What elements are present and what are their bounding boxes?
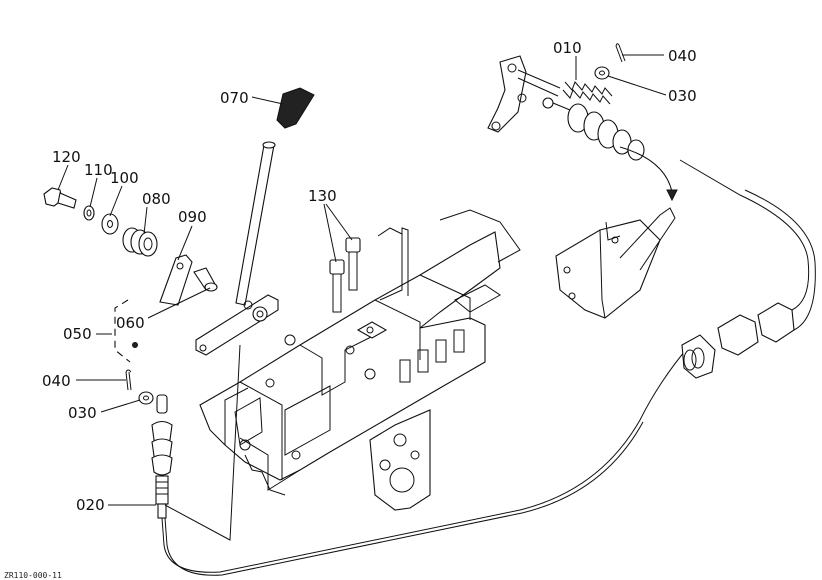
shift-lever-070 — [235, 87, 315, 306]
label-130: 130 — [308, 187, 337, 205]
spring-010 — [562, 81, 613, 105]
plate-090 — [159, 254, 193, 306]
pin-040-right — [615, 43, 626, 63]
upper-link-assembly — [487, 55, 561, 133]
washer-030-left — [138, 391, 154, 405]
arrow-indicator — [619, 146, 678, 202]
bolt-120 — [43, 187, 77, 209]
pin-040-left — [125, 369, 132, 391]
label-110: 110 — [84, 161, 113, 179]
group-bracket-050 — [114, 299, 138, 363]
leader-lines — [57, 54, 667, 541]
spring-080 — [122, 227, 158, 257]
collar-060 — [193, 267, 218, 292]
label-050: 050 — [63, 325, 92, 343]
label-020: 020 — [76, 496, 105, 514]
label-040-left: 040 — [42, 372, 71, 390]
drawing-id: ZR110-000-11 — [4, 571, 62, 580]
bolt-130-a — [329, 259, 345, 313]
cable-grommet-right — [679, 159, 816, 379]
boot-assembly — [542, 97, 645, 161]
label-060: 060 — [116, 314, 145, 332]
label-120: 120 — [52, 148, 81, 166]
label-010: 010 — [553, 39, 582, 57]
main-frame-bracket — [199, 209, 521, 511]
washer-110 — [83, 205, 95, 221]
cable-020 — [151, 344, 691, 576]
washer-030-right — [594, 66, 610, 80]
label-030-left: 030 — [68, 404, 97, 422]
right-mount-bracket — [555, 207, 676, 319]
label-100: 100 — [110, 169, 139, 187]
label-070: 070 — [220, 89, 249, 107]
label-040-right: 040 — [668, 47, 697, 65]
label-090: 090 — [178, 208, 207, 226]
label-030-right: 030 — [668, 87, 697, 105]
lever-bracket-plate — [195, 294, 279, 356]
washer-100 — [101, 213, 119, 235]
part-labels: 010 020 030 030 040 040 050 060 070 080 … — [42, 39, 697, 514]
label-080: 080 — [142, 190, 171, 208]
bolt-130-b — [345, 237, 361, 291]
